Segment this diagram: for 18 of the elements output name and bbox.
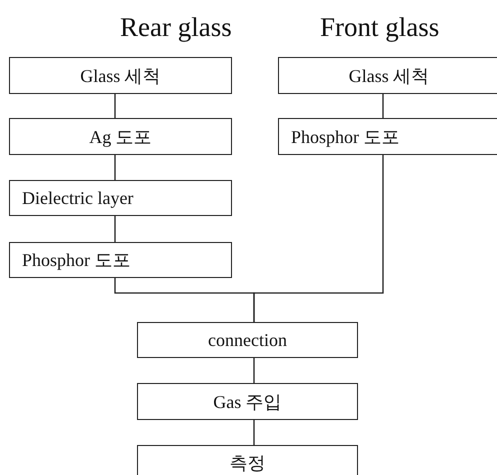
connector-line: [253, 155, 384, 322]
connector-line: [253, 420, 255, 445]
process-box: 측정: [137, 445, 358, 475]
process-box: Phosphor 도포: [278, 118, 497, 155]
column-heading: Front glass: [320, 12, 440, 43]
process-box: Dielectric layer: [9, 180, 232, 216]
process-box: Glass 세척: [9, 57, 232, 94]
process-box: Glass 세척: [278, 57, 497, 94]
connector-line: [382, 94, 384, 118]
process-box: Phosphor 도포: [9, 242, 232, 278]
connector-line: [253, 358, 255, 383]
connector-line: [114, 94, 116, 118]
connector-line: [114, 155, 116, 180]
process-box: Ag 도포: [9, 118, 232, 155]
connector-line: [114, 216, 116, 242]
process-box: Gas 주입: [137, 383, 358, 420]
column-heading: Rear glass: [120, 12, 232, 43]
process-box: connection: [137, 322, 358, 358]
